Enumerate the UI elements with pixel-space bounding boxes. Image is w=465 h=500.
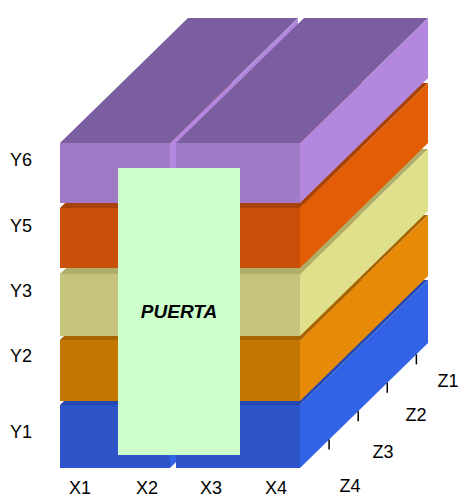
axis-tick [357, 411, 359, 421]
axis-label: Z2 [405, 406, 426, 424]
axis-label: Z3 [372, 443, 393, 461]
axis-label: X3 [200, 479, 222, 497]
door-label: PUERTA [141, 301, 217, 323]
axis-label: X4 [265, 479, 287, 497]
axis-label: X2 [136, 479, 158, 497]
axis-tick [387, 383, 389, 393]
axis-label: Y3 [10, 282, 32, 300]
axis-label: Y5 [10, 217, 32, 235]
axis-label: Z1 [437, 372, 458, 390]
axis-label: Z4 [339, 477, 360, 495]
slab-stack [60, 18, 428, 468]
axis-tick [328, 440, 330, 450]
z-axis-ticks [329, 354, 416, 449]
axis-tick [416, 354, 418, 364]
axis-label: Y2 [10, 347, 32, 365]
door-panel: PUERTA [118, 168, 240, 455]
axis-label: X1 [69, 479, 91, 497]
axis-label: Y1 [10, 423, 32, 441]
slab-face [300, 18, 428, 203]
axis-label: Y6 [10, 151, 32, 169]
